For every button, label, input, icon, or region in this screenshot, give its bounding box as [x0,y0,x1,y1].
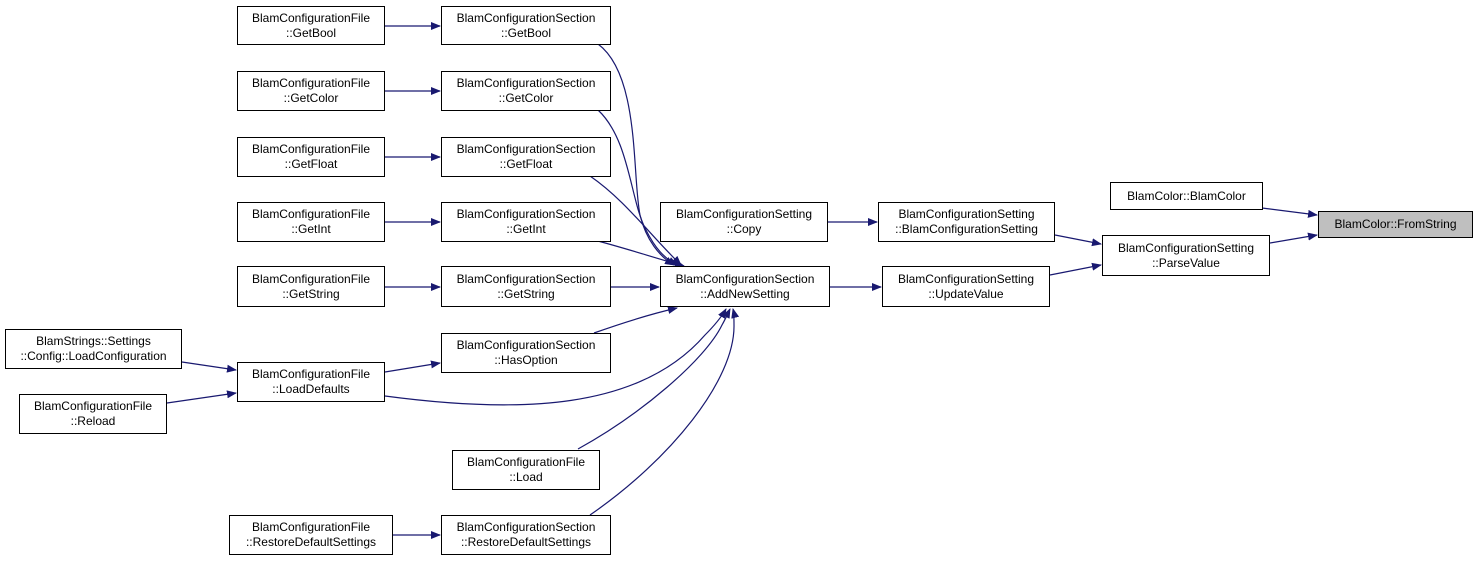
node-blamcolor-blamcolor[interactable]: BlamColor::BlamColor [1110,182,1263,210]
edge-parsevalue-to-fromstring [1269,232,1318,244]
node-label-line-2: ::HasOption [494,353,558,367]
node-file-loaddefaults[interactable]: BlamConfigurationFile ::LoadDefaults [237,362,385,402]
node-setting-copy[interactable]: BlamConfigurationSetting ::Copy [660,202,828,242]
node-label-line-2: ::RestoreDefaultSettings [460,535,592,549]
node-blamcolor-fromstring: BlamColor::FromString [1318,211,1473,238]
node-setting-parsevalue[interactable]: BlamConfigurationSetting ::ParseValue [1102,235,1270,276]
node-section-getstring[interactable]: BlamConfigurationSection ::GetString [441,266,611,307]
node-file-load[interactable]: BlamConfigurationFile ::Load [452,450,600,490]
edge-file_loaddefaults-to-sec_hasoption [384,360,441,373]
node-label-line-1: BlamConfigurationSection [456,76,596,90]
node-section-getbool[interactable]: BlamConfigurationSection ::GetBool [441,6,611,45]
node-label-line-1: BlamConfigurationFile [251,520,371,534]
node-label-line-1: BlamConfigurationSection [456,271,596,286]
edge-file_reload-to-file_loaddefaults [166,390,237,404]
node-label-line-2: ::Copy [726,222,762,236]
node-label-line-2: ::Reload [70,414,116,428]
edge-sec_getcolor-to-addnewsetting [597,109,678,266]
edge-sec_getint-to-addnewsetting [593,239,685,268]
node-label: BlamColor::FromString [1334,217,1457,231]
node-label-line-1: BlamStrings::Settings [36,334,151,348]
edge-file_load-to-addnewsetting [577,308,731,450]
node-label-line-1: BlamConfigurationSetting [897,271,1035,286]
node-section-hasoption[interactable]: BlamConfigurationSection ::HasOption [441,333,611,373]
node-label-line-1: BlamConfigurationFile [466,455,586,469]
edge-sec_hasoption-to-addnewsetting [593,306,678,334]
node-label-line-2: ::Load [509,470,543,484]
node-label-line-2: ::GetInt [506,222,546,236]
node-file-getbool[interactable]: BlamConfigurationFile ::GetBool [237,6,385,45]
node-file-getint[interactable]: BlamConfigurationFile ::GetInt [237,202,385,242]
node-label-line-1: BlamConfigurationSection [456,338,596,352]
edge-strings_loadconfig-to-file_loaddefaults [181,361,237,373]
node-section-addnewsetting[interactable]: BlamConfigurationSection ::AddNewSetting [660,266,830,307]
node-label-line-2: ::GetBool [500,25,552,40]
node-strings-loadconfiguration[interactable]: BlamStrings::Settings ::Config::LoadConf… [5,329,182,369]
node-label-line-2: ::UpdateValue [928,286,1004,301]
node-label-line-1: BlamConfigurationFile [251,10,371,25]
node-label-line-2: ::LoadDefaults [272,382,350,396]
node-label-line-1: BlamConfigurationFile [251,367,371,381]
node-section-getfloat[interactable]: BlamConfigurationSection ::GetFloat [441,137,611,177]
node-label-line-1: BlamConfigurationFile [251,207,371,221]
node-label-line-1: BlamConfigurationSetting [675,207,813,221]
node-label-line-1: BlamConfigurationSection [456,520,596,534]
node-label-line-1: BlamConfigurationSection [456,10,596,25]
node-label-line-2: ::GetBool [285,25,337,40]
node-label-line-1: BlamConfigurationSection [675,271,815,286]
node-file-reload[interactable]: BlamConfigurationFile ::Reload [19,394,167,434]
edge-setting_ctor-to-parsevalue [1054,234,1102,247]
edge-sec_getbool-to-addnewsetting [597,43,675,266]
node-label-line-2: ::AddNewSetting [700,286,790,301]
node-label-line-2: ::BlamConfigurationSetting [895,222,1038,236]
node-label-line-1: BlamConfigurationFile [33,399,153,413]
node-file-restoredefaultsettings[interactable]: BlamConfigurationFile ::RestoreDefaultSe… [229,515,393,555]
node-label-line-2: ::GetString [282,286,340,301]
node-label-line-1: BlamConfigurationSetting [1117,240,1255,255]
node-section-getint[interactable]: BlamConfigurationSection ::GetInt [441,202,611,242]
node-label-line-2: ::GetColor [283,91,339,105]
node-file-getfloat[interactable]: BlamConfigurationFile ::GetFloat [237,137,385,177]
node-label-line-1: BlamConfigurationFile [251,271,371,286]
node-label-line-2: ::GetFloat [284,157,338,171]
node-label-line-2: ::GetFloat [499,157,553,171]
node-label-line-2: ::Config::LoadConfiguration [20,349,167,363]
node-label-line-1: BlamConfigurationFile [251,142,371,156]
node-label-line-2: ::RestoreDefaultSettings [245,535,377,549]
edge-sec_getfloat-to-addnewsetting [589,175,682,266]
node-section-restoredefaultsettings[interactable]: BlamConfigurationSection ::RestoreDefaul… [441,515,611,555]
node-label-line-2: ::GetString [497,286,555,301]
node-label-line-1: BlamConfigurationSection [456,207,596,221]
edge-sec_restore-to-addnewsetting [589,308,740,516]
node-label-line-2: ::GetColor [498,91,554,105]
node-section-getcolor[interactable]: BlamConfigurationSection ::GetColor [441,71,611,111]
edge-blamcolor_ctor-to-fromstring [1261,207,1318,218]
node-label: BlamColor::BlamColor [1127,188,1246,203]
node-setting-constructor[interactable]: BlamConfigurationSetting ::BlamConfigura… [878,202,1055,242]
edge-file_loaddefaults-to-addnewsetting [384,308,727,406]
node-label-line-2: ::ParseValue [1152,255,1220,270]
node-label-line-1: BlamConfigurationFile [251,76,371,90]
node-label-line-2: ::GetInt [291,222,331,236]
node-label-line-1: BlamConfigurationSetting [898,207,1035,221]
node-file-getstring[interactable]: BlamConfigurationFile ::GetString [237,266,385,307]
node-setting-updatevalue[interactable]: BlamConfigurationSetting ::UpdateValue [882,266,1050,307]
edge-updatevalue-to-parsevalue [1049,262,1102,276]
node-file-getcolor[interactable]: BlamConfigurationFile ::GetColor [237,71,385,111]
node-label-line-1: BlamConfigurationSection [456,142,596,156]
